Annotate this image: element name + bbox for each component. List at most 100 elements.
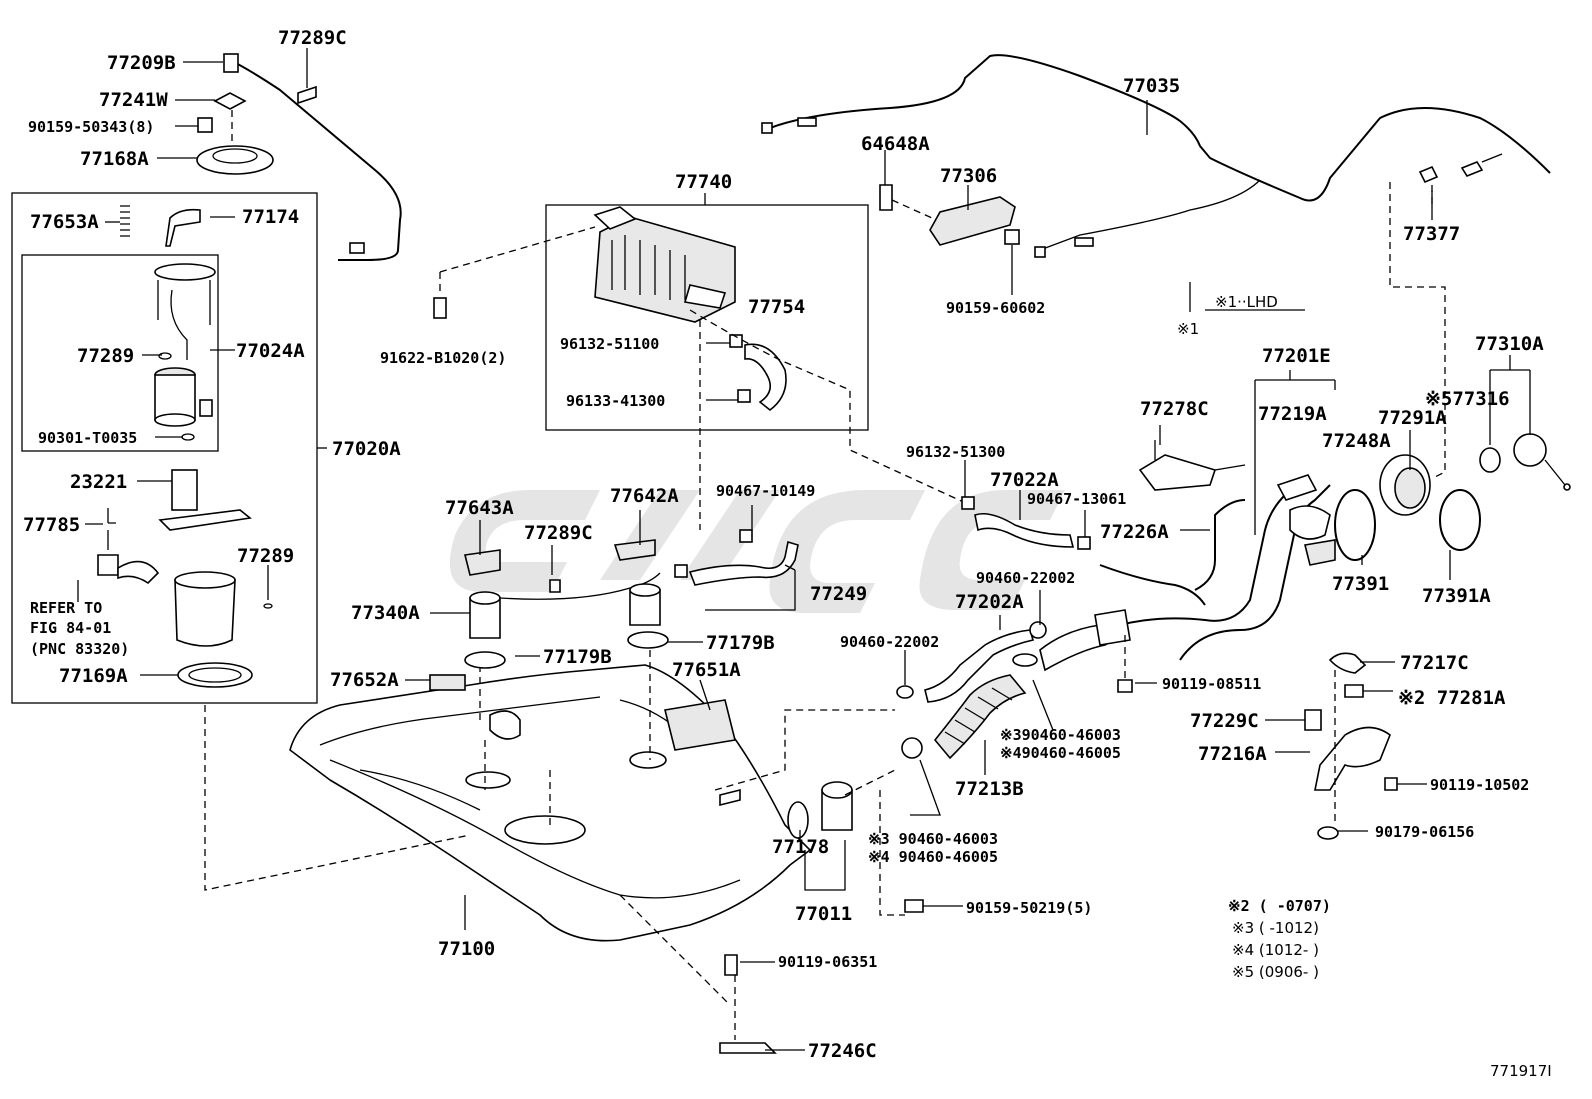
label-90460-46005-upper[interactable]: ※490460-46005 xyxy=(1000,744,1121,762)
label-96132-51300[interactable]: 96132-51300 xyxy=(906,443,1005,461)
filler-pipe-group xyxy=(896,355,1571,840)
label-90119-08511[interactable]: 90119-08511 xyxy=(1162,675,1261,693)
label-77740[interactable]: 77740 xyxy=(675,171,732,193)
clip-77229C xyxy=(1304,709,1322,731)
cable-end-77377 xyxy=(1418,165,1439,184)
label-77217C[interactable]: 77217C xyxy=(1400,652,1469,674)
pump-opening xyxy=(504,815,586,845)
label-77024A[interactable]: 77024A xyxy=(236,340,305,362)
label-96133-41300[interactable]: 96133-41300 xyxy=(566,392,665,410)
label-77100[interactable]: 77100 xyxy=(438,938,495,960)
spring-77653A xyxy=(120,205,130,237)
label-77642A[interactable]: 77642A xyxy=(610,485,679,507)
cable-77035 xyxy=(769,54,1551,202)
bracket-77216A xyxy=(1314,726,1391,791)
label-77201E[interactable]: 77201E xyxy=(1262,345,1331,367)
label-77643A[interactable]: 77643A xyxy=(445,497,514,519)
label-77035[interactable]: 77035 xyxy=(1123,75,1180,97)
label-77391A[interactable]: 77391A xyxy=(1422,585,1491,607)
label-77216A[interactable]: 77216A xyxy=(1198,743,1267,765)
label-77179B-left[interactable]: 77179B xyxy=(543,646,612,668)
label-77652A[interactable]: 77652A xyxy=(330,669,399,691)
label-77169A[interactable]: 77169A xyxy=(59,665,128,687)
label-90301-T0035[interactable]: 90301-T0035 xyxy=(38,429,137,447)
clamp-96132-51300 xyxy=(961,496,975,510)
cable-end-left xyxy=(761,122,773,134)
label-77020A[interactable]: 77020A xyxy=(332,438,401,460)
clip-77219A xyxy=(1276,474,1318,501)
label-77246C[interactable]: 77246C xyxy=(808,1040,877,1062)
label-77248A[interactable]: 77248A xyxy=(1322,430,1391,452)
label-90119-06351[interactable]: 90119-06351 xyxy=(778,953,877,971)
label-90460-46003-upper[interactable]: ※390460-46003 xyxy=(1000,726,1121,744)
label-90467-13061[interactable]: 90467-13061 xyxy=(1027,490,1126,508)
note-2: ※2 ( -0707) xyxy=(1228,897,1331,915)
label-23221[interactable]: 23221 xyxy=(70,471,127,493)
gauge-retainer-77168A xyxy=(196,145,274,175)
leader-lines xyxy=(85,48,1451,1051)
label-90460-46005-lower[interactable]: ※4 90460-46005 xyxy=(868,848,998,866)
bolt-90119-08511 xyxy=(1117,679,1133,693)
label-77653A[interactable]: 77653A xyxy=(30,211,99,233)
diagram-id: 771917I xyxy=(1490,1062,1552,1080)
label-77241W[interactable]: 77241W xyxy=(99,89,168,111)
label-64648A[interactable]: 64648A xyxy=(861,133,930,155)
label-90159-50219[interactable]: 90159-50219(5) xyxy=(966,899,1092,917)
screw-90159-60602 xyxy=(1004,229,1020,245)
label-77022A[interactable]: 77022A xyxy=(990,469,1059,491)
label-77289C-top[interactable]: 77289C xyxy=(278,27,347,49)
clip-90460-22002-upper xyxy=(1029,621,1047,639)
label-77209B[interactable]: 77209B xyxy=(107,52,176,74)
lever-77306 xyxy=(929,196,1016,246)
canister-group xyxy=(433,193,971,530)
label-77391[interactable]: 77391 xyxy=(1332,573,1389,595)
hose-77754 xyxy=(744,343,787,412)
label-90119-10502[interactable]: 90119-10502 xyxy=(1430,776,1529,794)
connector-77785 xyxy=(97,554,119,576)
label-90159-50343[interactable]: 90159-50343(8) xyxy=(28,118,154,136)
label-77249[interactable]: 77249 xyxy=(810,583,867,605)
label-96132-51100[interactable]: 96132-51100 xyxy=(560,335,659,353)
pressure-line xyxy=(229,59,402,261)
label-77310A[interactable]: 77310A xyxy=(1475,333,1544,355)
bolt-90159-50219 xyxy=(904,899,924,913)
label-77202A[interactable]: 77202A xyxy=(955,591,1024,613)
label-77179B-right[interactable]: 77179B xyxy=(706,632,775,654)
hose-77202A xyxy=(924,629,1035,703)
label-90460-22002-upper[interactable]: 90460-22002 xyxy=(976,569,1075,587)
label-77377[interactable]: 77377 xyxy=(1403,223,1460,245)
label-77785[interactable]: 77785 xyxy=(23,514,80,536)
bracket-77278C xyxy=(1138,454,1217,491)
label-77178[interactable]: 77178 xyxy=(772,836,829,858)
label-90460-46003-lower[interactable]: ※3 90460-46003 xyxy=(868,830,998,848)
label-77316[interactable]: ※577316 xyxy=(1425,388,1510,410)
fuel-tank-77100 xyxy=(289,664,812,942)
label-90159-60602[interactable]: 90159-60602 xyxy=(946,299,1045,317)
label-90179-06156[interactable]: 90179-06156 xyxy=(1375,823,1474,841)
label-77289C-mid[interactable]: 77289C xyxy=(524,522,593,544)
label-77229C[interactable]: 77229C xyxy=(1190,710,1259,732)
label-77226A[interactable]: 77226A xyxy=(1100,521,1169,543)
label-77289-b[interactable]: 77289 xyxy=(237,545,294,567)
label-77174[interactable]: 77174 xyxy=(242,206,299,228)
label-77306[interactable]: 77306 xyxy=(940,165,997,187)
label-90467-10149[interactable]: 90467-10149 xyxy=(716,482,815,500)
label-77651A[interactable]: 77651A xyxy=(672,659,741,681)
hose-77249 xyxy=(688,540,799,586)
label-77278C[interactable]: 77278C xyxy=(1140,398,1209,420)
label-77213B[interactable]: 77213B xyxy=(955,778,1024,800)
bolt-90159-50343 xyxy=(197,117,213,133)
label-90460-22002-lower[interactable]: 90460-22002 xyxy=(840,633,939,651)
label-77754[interactable]: 77754 xyxy=(748,296,805,318)
label-77011[interactable]: 77011 xyxy=(795,903,852,925)
label-77291A[interactable]: 77291A xyxy=(1378,407,1447,429)
label-77168A[interactable]: 77168A xyxy=(80,148,149,170)
label-77289-a[interactable]: 77289 xyxy=(77,345,134,367)
bolt-90119-06351 xyxy=(724,954,738,976)
label-77219A[interactable]: 77219A xyxy=(1258,403,1327,425)
label-91622-B1020[interactable]: 91622-B1020(2) xyxy=(380,349,506,367)
label-77281A[interactable]: ※2 77281A xyxy=(1398,687,1506,709)
label-77340A[interactable]: 77340A xyxy=(351,602,420,624)
refer-line-1: REFER TO xyxy=(30,599,102,617)
